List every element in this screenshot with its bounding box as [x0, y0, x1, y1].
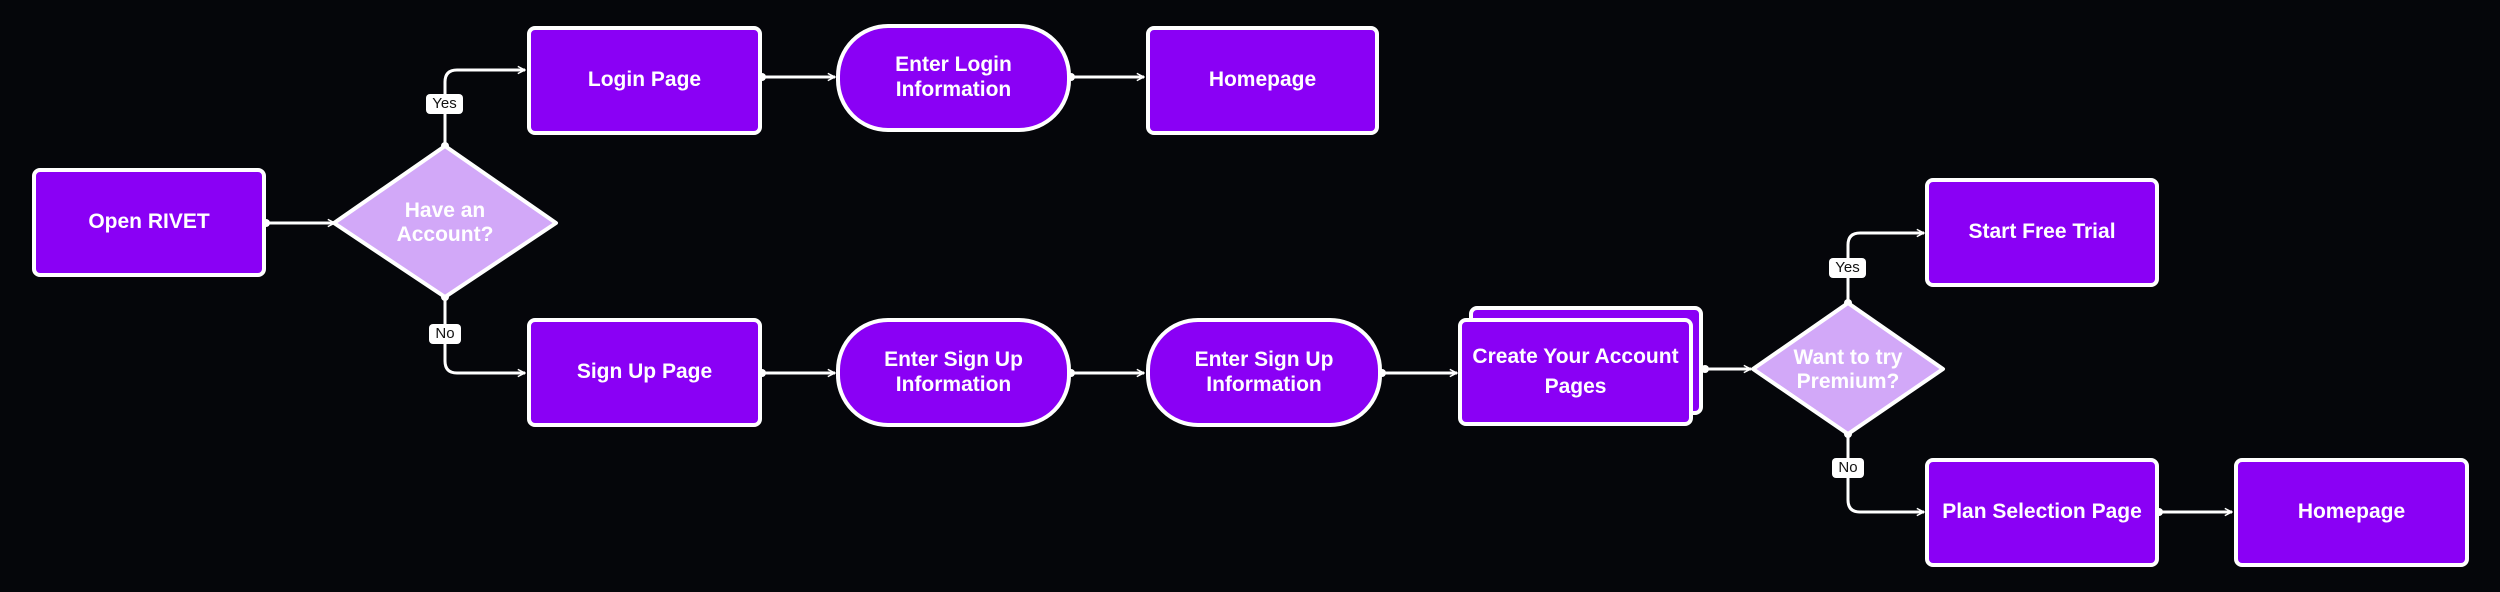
node-label: Homepage [2297, 500, 2406, 524]
edge-label-no: No [1832, 458, 1864, 478]
node-label: Login Page [587, 68, 702, 92]
node-label: Start Free Trial [1968, 220, 2116, 244]
decision-label-account: Have an Account? [396, 198, 494, 246]
node-label: Enter Login Information [895, 53, 1012, 101]
edge-yes-to-login [443, 70, 525, 146]
node-label: Enter Sign Up Information [1194, 347, 1334, 396]
node-enter-sign-up-information-2[interactable]: Enter Sign Up Information [1146, 318, 1382, 427]
node-homepage-top[interactable]: Homepage [1146, 26, 1379, 135]
node-label: Sign Up Page [576, 360, 713, 384]
node-label: Homepage [1208, 68, 1317, 92]
decision-diamond-account[interactable] [332, 144, 558, 299]
node-sign-up-page[interactable]: Sign Up Page [527, 318, 762, 427]
node-enter-login-information[interactable]: Enter Login Information [836, 24, 1071, 132]
node-open-rivet[interactable]: Open RIVET [32, 168, 266, 277]
node-enter-sign-up-information-1[interactable]: Enter Sign Up Information [836, 318, 1071, 427]
decision-label-premium: Want to try Premium? [1793, 345, 1903, 393]
node-plan-selection-page[interactable]: Plan Selection Page [1925, 458, 2159, 567]
node-label: Plan Selection Page [1942, 500, 2142, 524]
edge-no-to-plan [1846, 434, 1924, 512]
node-login-page[interactable]: Login Page [527, 26, 762, 135]
edge-label-yes: Yes [1829, 258, 1866, 278]
node-label: Create Your Account Pages [1472, 344, 1679, 398]
edge-yes-to-trial [1846, 233, 1924, 303]
node-label: Open RIVET [88, 210, 210, 234]
decision-diamond-premium[interactable] [1751, 301, 1945, 436]
edge-label-no: No [429, 324, 461, 344]
node-start-free-trial[interactable]: Start Free Trial [1925, 178, 2159, 287]
node-homepage-bottom[interactable]: Homepage [2234, 458, 2469, 567]
node-create-your-account-pages[interactable]: Create Your Account Pages [1458, 318, 1693, 426]
node-label: Enter Sign Up Information [884, 347, 1023, 396]
edge-label-yes: Yes [426, 94, 463, 114]
connector-dot [1701, 365, 1709, 373]
edge-no-to-signup [443, 297, 525, 373]
